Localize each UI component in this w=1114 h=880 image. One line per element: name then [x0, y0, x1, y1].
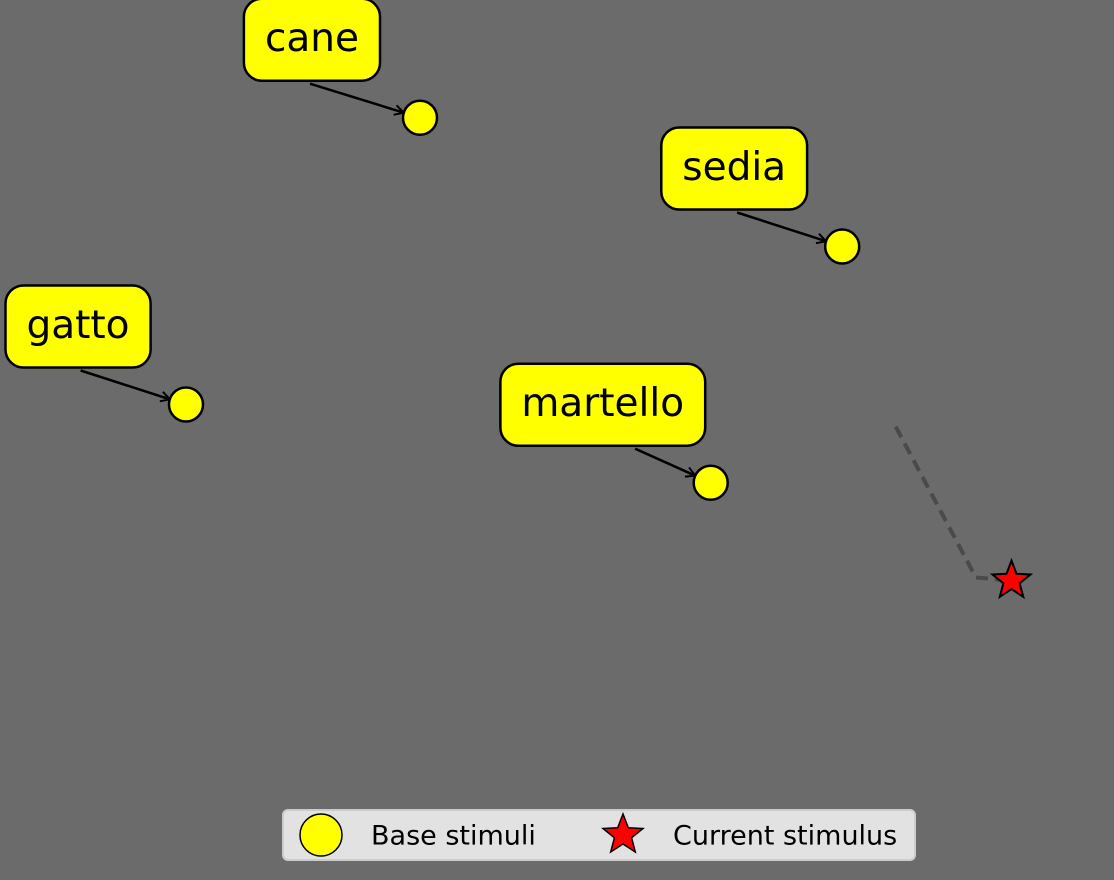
- legend: Base stimuli Current stimulus: [282, 809, 916, 861]
- label-arrow: [309, 82, 404, 113]
- legend-circle-marker: [299, 813, 343, 857]
- point-label-text: sedia: [682, 145, 786, 190]
- label-arrow: [634, 447, 695, 476]
- point-label-box: [242, 0, 382, 82]
- legend-box: [282, 809, 916, 861]
- base-stimulus-point: [167, 386, 205, 423]
- label-arrow: [80, 369, 170, 400]
- point-layer: [167, 99, 1034, 600]
- point-label-box: [499, 362, 707, 447]
- point-label-box: [4, 284, 152, 369]
- label-arrow: [736, 211, 826, 242]
- base-stimulus-point: [401, 99, 439, 136]
- trajectory-layer: [893, 425, 1012, 583]
- point-label-text: gatto: [26, 303, 129, 348]
- legend-star-marker: [601, 811, 645, 854]
- base-stimulus-point: [692, 464, 729, 501]
- base-stimulus-point: [823, 228, 861, 265]
- annotation-layer: cane sedia gatto martello: [4, 0, 827, 476]
- legend-label: Current stimulus: [673, 821, 897, 852]
- point-label-box: [660, 126, 809, 211]
- current-stimulus-star: [989, 557, 1034, 600]
- point-label-text: cane: [265, 16, 359, 61]
- trajectory-line: [893, 425, 1012, 583]
- legend-label: Base stimuli: [371, 821, 536, 852]
- point-label-text: martello: [521, 381, 684, 426]
